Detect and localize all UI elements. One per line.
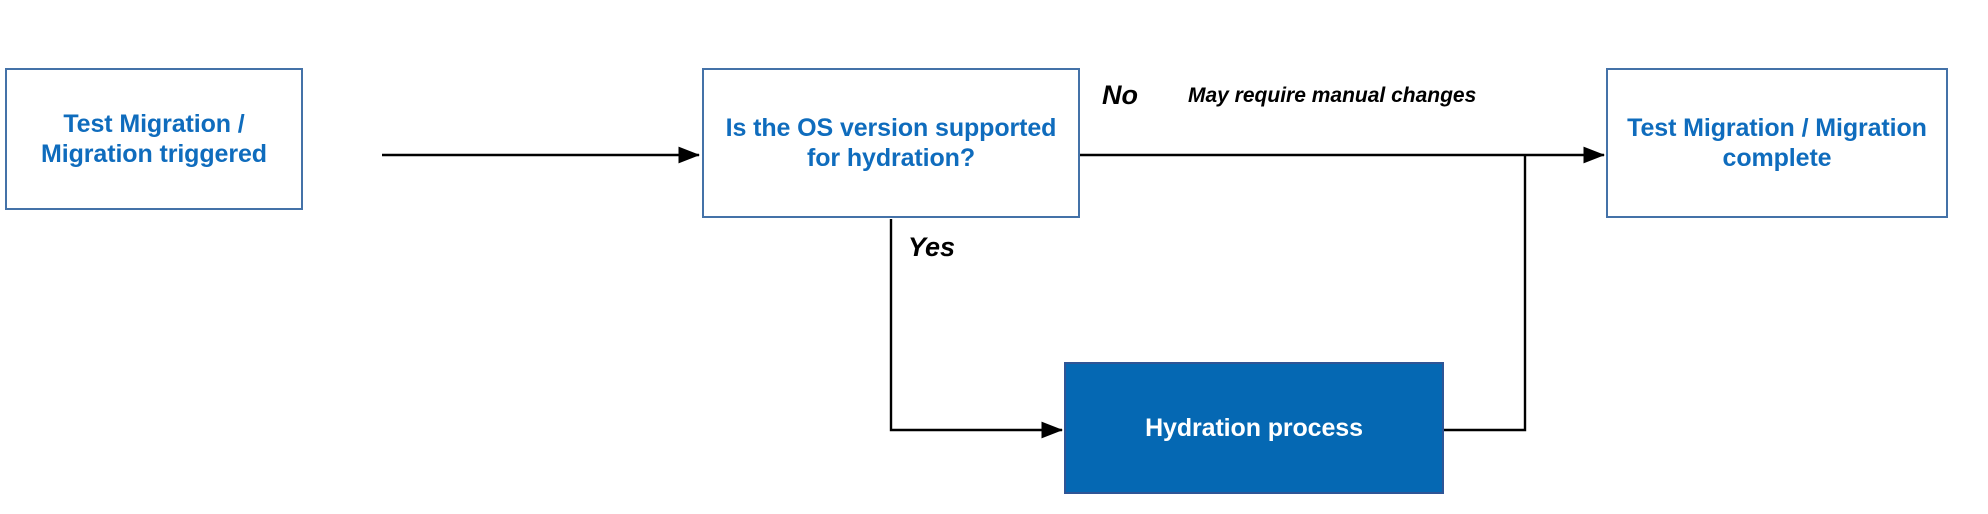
edge-label-no: No xyxy=(1102,80,1138,110)
edge-label-yes: Yes xyxy=(908,232,956,262)
node-decision[interactable]: Is the OS version supported for hydratio… xyxy=(702,68,1080,218)
node-decision-label: Is the OS version supported for hydratio… xyxy=(725,113,1057,173)
node-start[interactable]: Test Migration / Migration triggered xyxy=(5,68,303,210)
edge-hydration-to-complete xyxy=(1443,155,1527,432)
edge-label-manual-changes-note: May require manual changes xyxy=(1188,84,1477,107)
node-hydration-process-label: Hydration process xyxy=(1145,413,1363,442)
node-complete[interactable]: Test Migration / Migration complete xyxy=(1606,68,1948,218)
node-hydration-process[interactable]: Hydration process xyxy=(1064,362,1444,494)
node-complete-label: Test Migration / Migration complete xyxy=(1627,113,1927,173)
node-start-label: Test Migration / Migration triggered xyxy=(41,109,267,169)
